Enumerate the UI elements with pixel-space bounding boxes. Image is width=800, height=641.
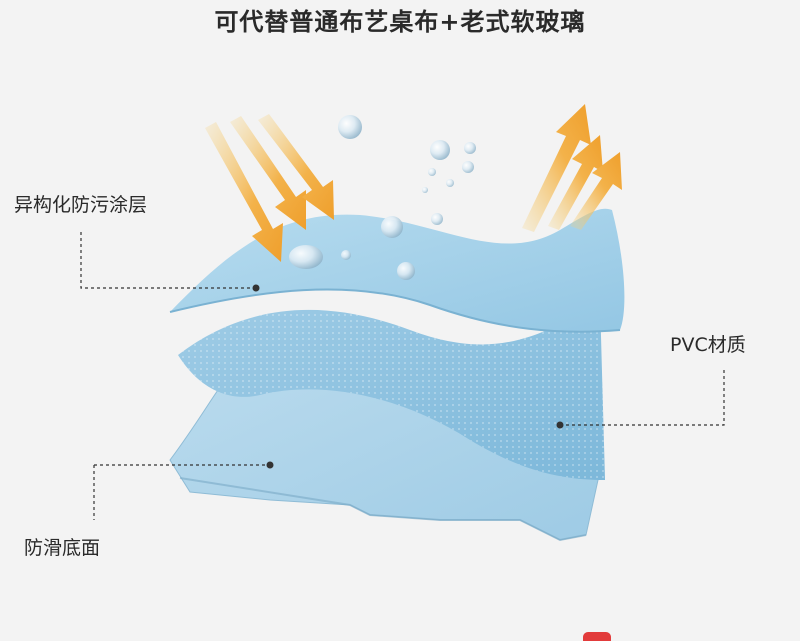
bottom-dot (266, 461, 274, 469)
outgoing-arrows (522, 104, 622, 232)
leader-dots (252, 284, 564, 469)
pvc-material-label: PVC材质 (670, 334, 746, 356)
corner-badge (583, 632, 611, 641)
pvc-dot (556, 421, 564, 429)
pvc-leader-line (560, 370, 725, 426)
leader-lines (80, 232, 725, 520)
coating-leader-line (80, 232, 256, 289)
page-title: 可代替普通布艺桌布+老式软玻璃 (214, 8, 586, 36)
coating-label: 异构化防污涂层 (14, 194, 148, 216)
incoming-arrows (205, 114, 334, 262)
pvc-layer (178, 300, 605, 480)
anti-slip-bottom-label: 防滑底面 (24, 537, 101, 559)
water-droplets (289, 115, 476, 280)
coating-dot (252, 284, 260, 292)
